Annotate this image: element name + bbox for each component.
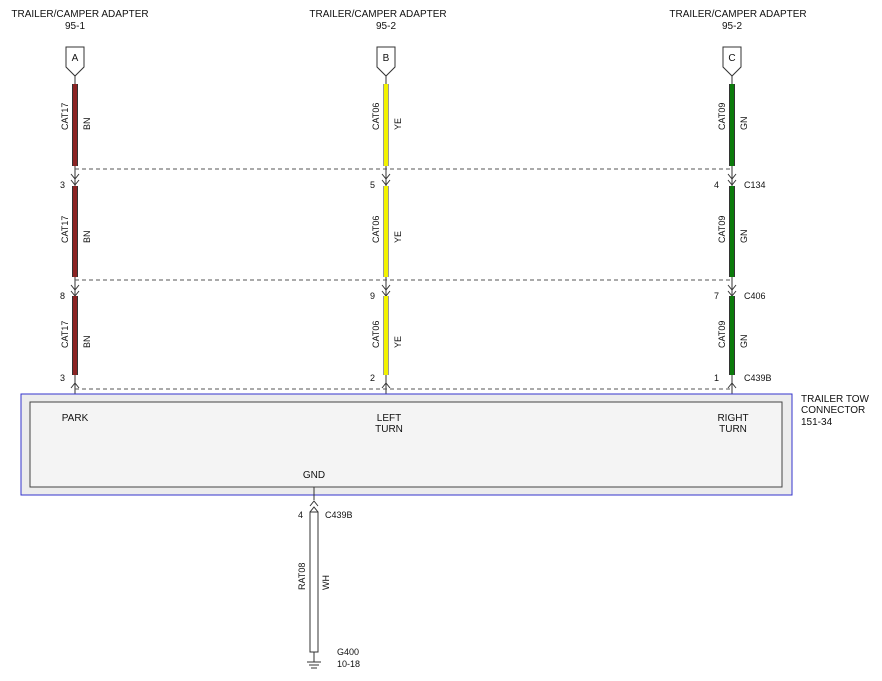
adapter-c-pin-shape <box>722 46 742 77</box>
wire-b-seg1-circuit: CAT06 <box>371 103 381 130</box>
trailer-tow-connector: PARK LEFT TURN RIGHT TURN GND TRAILER TO… <box>20 393 870 496</box>
column-b: TRAILER/CAMPER ADAPTER 95-2 B CAT06 YE 5… <box>309 9 447 402</box>
tow-connector-name-line1: TRAILER TOW <box>801 394 870 405</box>
terminal-right-line1: RIGHT <box>717 413 748 424</box>
terminal-park: PARK <box>62 413 89 424</box>
terminal-right-line2: TURN <box>719 424 747 435</box>
adapter-b-pin-label: B <box>383 53 390 64</box>
ground-circuit: 4 C439B RAT08 WH G400 10-18 <box>297 487 360 669</box>
c439b-pin-b: 2 <box>370 373 375 383</box>
ground-symbol-icon <box>307 661 321 669</box>
c134-pin-b: 5 <box>370 180 375 190</box>
wire-b-seg1-color: YE <box>393 118 403 130</box>
ground-ref: 10-18 <box>337 659 360 669</box>
gnd-pin: 4 <box>298 510 303 520</box>
adapter-c-ref: 95-2 <box>722 21 742 32</box>
wire-b-seg2-color: YE <box>393 231 403 243</box>
c134-label: C134 <box>744 180 766 190</box>
adapter-a-pin-label: A <box>72 53 79 64</box>
c406-label: C406 <box>744 291 766 301</box>
wire-b-seg3-color: YE <box>393 336 403 348</box>
adapter-b-ref: 95-2 <box>376 21 396 32</box>
column-a: TRAILER/CAMPER ADAPTER 95-1 A CAT17 BN 3… <box>11 9 149 402</box>
c134-pin-c: 4 <box>714 180 719 190</box>
wire-c-seg3-circuit: CAT09 <box>717 321 727 348</box>
adapter-b-pin-shape <box>376 46 396 77</box>
gnd-connector: C439B <box>325 510 353 520</box>
adapter-b-title: TRAILER/CAMPER ADAPTER <box>309 9 446 20</box>
c134-pin-a: 3 <box>60 180 65 190</box>
terminal-gnd: GND <box>303 470 325 481</box>
wire-c-seg3-color: GN <box>739 335 749 349</box>
wire-a-seg2-circuit: CAT17 <box>60 216 70 243</box>
c406-pin-a: 8 <box>60 291 65 301</box>
wire-a-seg2-color: BN <box>82 230 92 243</box>
wire-a-seg1-color: BN <box>82 117 92 130</box>
ground-id: G400 <box>337 647 359 657</box>
c439b-pin-c: 1 <box>714 373 719 383</box>
wire-b-seg2-circuit: CAT06 <box>371 216 381 243</box>
c439b-label: C439B <box>744 373 772 383</box>
adapter-a-ref: 95-1 <box>65 21 85 32</box>
adapter-a-pin-shape <box>65 46 85 77</box>
column-c: TRAILER/CAMPER ADAPTER 95-2 C CAT09 GN 4… <box>669 9 807 402</box>
tow-connector-name-line2: CONNECTOR <box>801 405 865 416</box>
tow-connector-ref: 151-34 <box>801 417 833 428</box>
tow-connector-body <box>29 401 783 488</box>
wire-c-seg1-color: GN <box>739 117 749 131</box>
wire-a-seg1-circuit: CAT17 <box>60 103 70 130</box>
wire-a-seg3-color: BN <box>82 335 92 348</box>
c406-pin-b: 9 <box>370 291 375 301</box>
wire-c-seg1-circuit: CAT09 <box>717 103 727 130</box>
adapter-a-title: TRAILER/CAMPER ADAPTER <box>11 9 148 20</box>
wire-c-seg2-color: GN <box>739 230 749 244</box>
adapter-c-title: TRAILER/CAMPER ADAPTER <box>669 9 806 20</box>
terminal-left-line2: TURN <box>375 424 403 435</box>
wire-b-seg3-circuit: CAT06 <box>371 321 381 348</box>
wire-c-seg2-circuit: CAT09 <box>717 216 727 243</box>
wire-a-seg3-circuit: CAT17 <box>60 321 70 348</box>
wire-ground-color: WH <box>321 575 331 590</box>
terminal-left-line1: LEFT <box>377 413 401 424</box>
c439b-pin-a: 3 <box>60 373 65 383</box>
wire-ground-circuit: RAT08 <box>297 563 307 590</box>
c406-pin-c: 7 <box>714 291 719 301</box>
wire-ground <box>309 511 319 653</box>
c439b-gnd-terminal <box>309 500 319 513</box>
adapter-c-pin-label: C <box>728 53 735 64</box>
